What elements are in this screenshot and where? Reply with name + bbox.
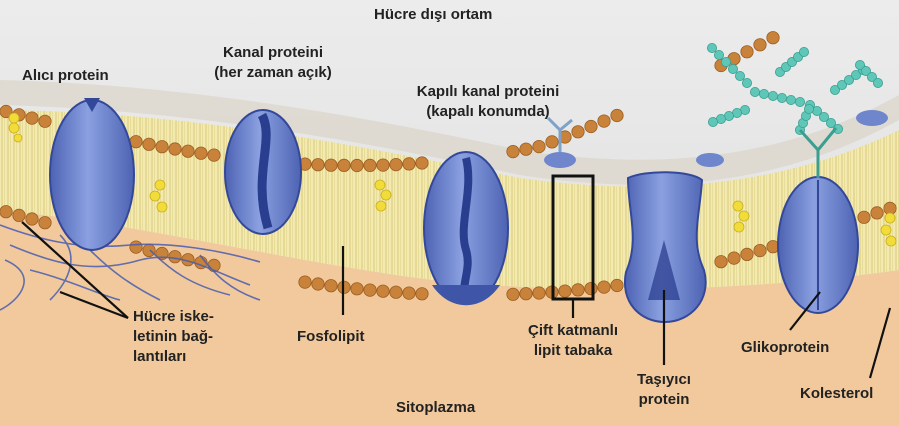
cytoskeleton-label-line1: Hücre iske- [133,307,214,326]
sugar-unit [721,57,730,66]
receptor-protein-shape [50,98,134,250]
phospholipid-head [26,213,38,225]
phospholipid-head [871,207,883,219]
cholesterol-label: Kolesterol [800,384,873,403]
carrier-protein-shape [625,172,706,322]
sugar-unit [750,87,759,96]
phospholipid-head [598,115,610,127]
phospholipid-head [520,288,532,300]
phospholipid-head [728,252,740,264]
gated-channel-protein-shape [424,152,508,305]
bilayer-label-line2: lipit tabaka [498,341,648,360]
channel-protein-label-line2: (her zaman açık) [198,63,348,82]
phospholipid-head [156,141,168,153]
sugar-unit [708,117,717,126]
sugar-unit [804,104,813,113]
glycoprotein-label: Glikoprotein [741,338,829,357]
phospholipid-head [182,145,194,157]
phospholipid-head [364,284,376,296]
phospholipid-head [416,288,428,300]
phospholipid-head [351,159,363,171]
phospholipid-head [390,286,402,298]
phospholipid-head [611,279,623,291]
sugar-unit [768,91,777,100]
phospholipid-head [572,126,584,138]
phospholipid-head [312,159,324,171]
bilayer-label-line1: Çift katmanlı [498,321,648,340]
sugar-unit [714,50,723,59]
phospholipid-head [715,256,727,268]
peripheral-protein-right [696,153,724,167]
channel-protein-label-line1: Kanal proteini [198,43,348,62]
phospholipid-head [130,241,142,253]
sugar-unit [873,78,882,87]
cytoplasm-label: Sitoplazma [396,398,475,417]
phospholipid-head [520,143,532,155]
phospholipid-head [143,138,155,150]
carrier-protein-label-line1: Taşıyıcı [614,370,714,389]
phospholipid-head [377,159,389,171]
phospholipid-head [0,206,12,218]
extracellular-label: Hücre dışı ortam [374,5,492,24]
phospholipid-head [416,157,428,169]
phospholipid-head [611,109,623,121]
phospholipid-head [585,282,597,294]
phospholipid-head [325,159,337,171]
phospholipid-head [507,288,519,300]
phospholipid-head [143,244,155,256]
phospholipid-head [754,39,766,51]
phospholipid-head [598,281,610,293]
phospholipid-head [403,287,415,299]
channel-protein-shape [225,110,301,234]
phospholipid-head [754,244,766,256]
phospholipid-head [325,280,337,292]
sugar-unit [728,64,737,73]
phospholipid-head [39,217,51,229]
sugar-unit [795,97,804,106]
phospholipid-head [585,120,597,132]
phospholipid-head [546,136,558,148]
peripheral-protein-far-right [856,110,888,126]
phospholipid-head [858,211,870,223]
phospholipid-head [572,284,584,296]
peripheral-protein-top [544,152,576,168]
phospholipid-head [533,287,545,299]
phospholipid-head [195,147,207,159]
phospholipid-head [13,209,25,221]
sugar-unit [742,78,751,87]
phospholipid-head [741,248,753,260]
sugar-unit [735,71,744,80]
phospholipid-head [377,285,389,297]
phospholipid-label: Fosfolipit [297,327,365,346]
phospholipid-head [299,276,311,288]
phospholipid-head [390,158,402,170]
gated-channel-label-line2: (kapalı konumda) [388,102,588,121]
phospholipid-head [312,278,324,290]
phospholipid-head [169,251,181,263]
receptor-protein-label: Alıcı protein [22,66,109,85]
phospholipid-head [741,46,753,58]
phospholipid-head [533,140,545,152]
gated-channel-label-line1: Kapılı kanal proteini [388,82,588,101]
sugar-unit [777,93,786,102]
phospholipid-head [338,159,350,171]
cytoskeleton-label-line3: lantıları [133,347,186,366]
phospholipid-head [364,159,376,171]
phospholipid-head [26,112,38,124]
phospholipid-head [208,149,220,161]
phospholipid-head [507,145,519,157]
phospholipid-head [169,143,181,155]
sugar-unit [707,43,716,52]
carrier-protein-label-line2: protein [614,390,714,409]
phospholipid-head [403,158,415,170]
sugar-unit [799,47,808,56]
cytoskeleton-label-line2: letinin bağ- [133,327,213,346]
phospholipid-head [39,115,51,127]
sugar-unit [759,89,768,98]
phospholipid-head [559,285,571,297]
phospholipid-head [351,283,363,295]
phospholipid-head [767,32,779,44]
sugar-unit [786,95,795,104]
